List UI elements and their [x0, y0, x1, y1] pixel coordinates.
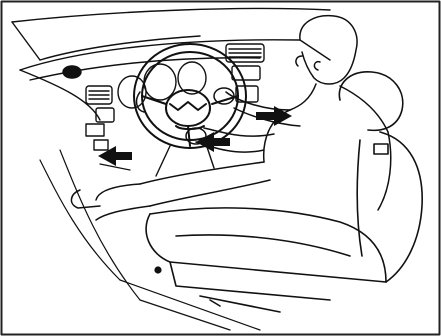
floor [40, 150, 260, 330]
dashboard [20, 40, 330, 150]
arrow-left-footwell [98, 146, 132, 166]
driver-seat [146, 72, 422, 312]
arrow-center-console [256, 106, 292, 126]
windshield [12, 9, 330, 61]
arrow-under-steering-column [196, 132, 230, 152]
